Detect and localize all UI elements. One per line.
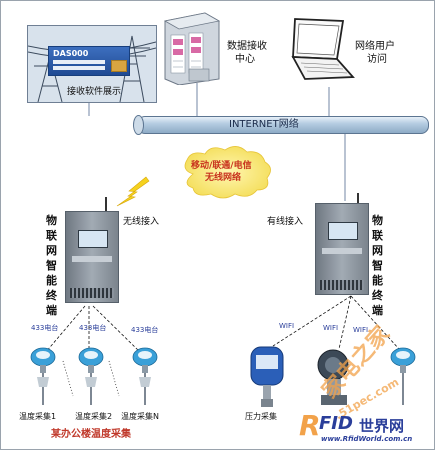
left-terminal-nameplate	[72, 256, 112, 262]
temperature-sensor-icon[interactable]	[389, 347, 417, 409]
radio-link-1	[44, 305, 86, 354]
wifi-label-3: WIFI	[353, 326, 369, 334]
carrier-line-1: 移动/联通/电信	[191, 161, 252, 171]
radio-label-1: 433电台	[31, 324, 59, 332]
separator-dots-2	[108, 360, 120, 397]
wifi-link-1	[272, 295, 352, 347]
right-terminal-screen	[328, 222, 358, 240]
pressure-sensor-icon[interactable]	[249, 345, 285, 409]
wifi-link-2	[338, 295, 352, 350]
software-caption: 接收软件展示	[67, 87, 122, 97]
username-field	[53, 60, 105, 64]
software-screenshot[interactable]: DAS000	[27, 25, 157, 103]
internet-bus-cap	[133, 115, 144, 135]
logo-fid: FID	[319, 413, 353, 434]
left-terminal-antenna	[105, 197, 107, 213]
right-terminal-box[interactable]	[315, 203, 369, 295]
laptop-icon[interactable]	[281, 15, 355, 89]
temperature-sensor-icon[interactable]	[131, 347, 159, 409]
software-login-panel: DAS000	[48, 46, 130, 76]
right-terminal-vent	[320, 280, 364, 290]
right-access-label: 有线接入	[267, 217, 304, 227]
logo-letter-r: R	[299, 409, 321, 442]
left-terminal-box[interactable]	[65, 211, 119, 303]
carrier-cloud-icon	[184, 146, 271, 199]
server-label-1: 数据接收	[227, 41, 267, 52]
pressure-transmitter-icon[interactable]	[313, 347, 357, 409]
radio-label-2: 433电台	[79, 324, 107, 332]
logo-url: www.RfidWorld.com.cn	[321, 435, 413, 443]
login-button	[111, 60, 127, 72]
wifi-label-1: WIFI	[279, 322, 295, 330]
separator-dots-1	[62, 360, 74, 397]
right-terminal-nameplate	[322, 248, 362, 254]
internet-label: INTERNET网络	[229, 119, 299, 130]
server-building-icon[interactable]	[159, 9, 225, 85]
pressure-label: 压力采集	[245, 412, 277, 421]
temperature-sensor-icon[interactable]	[29, 347, 57, 409]
user-label-1: 网络用户	[355, 41, 395, 52]
carrier-line-2: 无线网络	[205, 173, 242, 183]
sensor-label-3: 温度采集N	[121, 412, 159, 421]
rfidworld-logo: R FID 世界网 www.RfidWorld.com.cn	[299, 409, 431, 447]
temperature-sensor-icon[interactable]	[77, 347, 105, 409]
wifi-link-3	[350, 295, 400, 350]
software-brand: DAS000	[53, 49, 89, 58]
left-terminal-screen	[78, 230, 108, 248]
user-label-2: 访问	[367, 54, 387, 65]
password-field	[53, 66, 105, 70]
left-terminal-vertical-text: 物 联 网 智 能 终 端	[46, 214, 57, 317]
radio-link-3	[92, 305, 142, 354]
right-terminal-antenna	[357, 193, 359, 209]
right-terminal-vertical-text: 物 联 网 智 能 终 端	[372, 214, 383, 317]
sensor-label-1: 温度采集1	[19, 412, 57, 421]
left-access-label: 无线接入	[123, 217, 160, 227]
logo-world: 世界网	[359, 417, 405, 435]
radio-label-3: 433电台	[131, 326, 159, 334]
lightning-icon	[116, 176, 150, 207]
wifi-label-2: WIFI	[323, 324, 339, 332]
sensor-label-2: 温度采集2	[75, 412, 113, 421]
group-caption: 某办公楼温度采集	[51, 429, 131, 440]
server-label-2: 中心	[235, 54, 255, 65]
left-terminal-vent	[70, 288, 114, 298]
